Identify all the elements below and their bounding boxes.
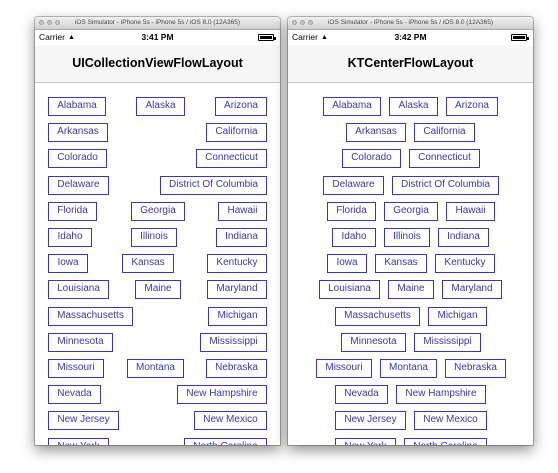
state-cell-kansas[interactable]: Kansas bbox=[122, 254, 174, 273]
state-cell-alabama[interactable]: Alabama bbox=[48, 97, 106, 116]
state-cell-arizona[interactable]: Arizona bbox=[446, 97, 498, 116]
state-cell-florida[interactable]: Florida bbox=[48, 202, 97, 221]
zoom-window-button[interactable] bbox=[55, 20, 60, 25]
carrier-label: Carrier bbox=[292, 32, 318, 42]
state-cell-colorado[interactable]: Colorado bbox=[48, 149, 107, 168]
state-cell-maryland[interactable]: Maryland bbox=[207, 280, 267, 299]
state-cell-iowa[interactable]: Iowa bbox=[48, 254, 88, 273]
state-cell-new-mexico[interactable]: New Mexico bbox=[194, 411, 267, 430]
state-cell-new-mexico[interactable]: New Mexico bbox=[414, 411, 487, 430]
state-cell-new-jersey[interactable]: New Jersey bbox=[48, 411, 119, 430]
state-cell-minnesota[interactable]: Minnesota bbox=[341, 333, 406, 352]
carrier-indicator: Carrier ▲ bbox=[292, 30, 328, 45]
status-bar: Carrier ▲ 3:41 PM bbox=[35, 30, 280, 45]
close-window-button[interactable] bbox=[39, 20, 44, 25]
state-cell-nevada[interactable]: Nevada bbox=[48, 385, 101, 404]
state-cell-new-hampshire[interactable]: New Hampshire bbox=[396, 385, 486, 404]
state-cell-nevada[interactable]: Nevada bbox=[335, 385, 388, 404]
status-time: 3:42 PM bbox=[394, 32, 427, 42]
window-controls[interactable] bbox=[292, 20, 313, 25]
state-cell-mississippi[interactable]: Mississippi bbox=[200, 333, 267, 352]
simulator-titlebar: iOS Simulator - iPhone 5s - iPhone 5s / … bbox=[35, 17, 280, 30]
state-cell-hawaii[interactable]: Hawaii bbox=[218, 202, 267, 221]
state-cell-kansas[interactable]: Kansas bbox=[375, 254, 427, 273]
state-cell-district-of-columbia[interactable]: District Of Columbia bbox=[160, 176, 267, 195]
state-cell-new-york[interactable]: New York bbox=[48, 438, 109, 445]
state-cell-north-carolina[interactable]: North Carolina bbox=[184, 438, 267, 445]
simulator-title: iOS Simulator - iPhone 5s - iPhone 5s / … bbox=[327, 19, 494, 26]
state-cell-kentucky[interactable]: Kentucky bbox=[435, 254, 495, 273]
state-cell-arkansas[interactable]: Arkansas bbox=[48, 123, 108, 142]
simulator-titlebar: iOS Simulator - iPhone 5s - iPhone 5s / … bbox=[288, 17, 533, 30]
state-cell-indiana[interactable]: Indiana bbox=[438, 228, 489, 247]
state-cell-missouri[interactable]: Missouri bbox=[316, 359, 372, 378]
state-cell-massachusetts[interactable]: Massachusetts bbox=[335, 307, 420, 326]
state-cell-alaska[interactable]: Alaska bbox=[136, 97, 185, 116]
state-cell-montana[interactable]: Montana bbox=[380, 359, 437, 378]
state-cell-minnesota[interactable]: Minnesota bbox=[48, 333, 113, 352]
navigation-bar-title: UICollectionViewFlowLayout bbox=[35, 45, 280, 83]
zoom-window-button[interactable] bbox=[308, 20, 313, 25]
state-cell-illinois[interactable]: Illinois bbox=[384, 228, 430, 247]
state-cell-arkansas[interactable]: Arkansas bbox=[346, 123, 406, 142]
wifi-icon: ▲ bbox=[67, 34, 75, 41]
state-cell-delaware[interactable]: Delaware bbox=[323, 176, 384, 195]
state-cell-california[interactable]: California bbox=[414, 123, 475, 142]
state-cell-indiana[interactable]: Indiana bbox=[216, 228, 267, 247]
state-cell-alaska[interactable]: Alaska bbox=[389, 97, 438, 116]
state-cell-kentucky[interactable]: Kentucky bbox=[207, 254, 267, 273]
navigation-bar-title: KTCenterFlowLayout bbox=[288, 45, 533, 83]
state-cell-alabama[interactable]: Alabama bbox=[323, 97, 381, 116]
state-cell-michigan[interactable]: Michigan bbox=[208, 307, 267, 326]
simulator-window-right: iOS Simulator - iPhone 5s - iPhone 5s / … bbox=[288, 17, 533, 445]
state-cell-idaho[interactable]: Idaho bbox=[332, 228, 376, 247]
state-cell-louisiana[interactable]: Louisiana bbox=[48, 280, 109, 299]
state-cell-maryland[interactable]: Maryland bbox=[442, 280, 502, 299]
minimize-window-button[interactable] bbox=[47, 20, 52, 25]
state-cell-maine[interactable]: Maine bbox=[388, 280, 434, 299]
state-cell-new-jersey[interactable]: New Jersey bbox=[335, 411, 406, 430]
state-cell-michigan[interactable]: Michigan bbox=[428, 307, 487, 326]
state-cell-missouri[interactable]: Missouri bbox=[48, 359, 104, 378]
minimize-window-button[interactable] bbox=[300, 20, 305, 25]
battery-icon bbox=[511, 34, 529, 41]
carrier-indicator: Carrier ▲ bbox=[39, 30, 75, 45]
state-cell-montana[interactable]: Montana bbox=[127, 359, 184, 378]
status-bar: Carrier ▲ 3:42 PM bbox=[288, 30, 533, 45]
state-cell-colorado[interactable]: Colorado bbox=[342, 149, 401, 168]
state-cell-new-hampshire[interactable]: New Hampshire bbox=[177, 385, 267, 404]
simulator-title: iOS Simulator - iPhone 5s - iPhone 5s / … bbox=[74, 19, 241, 26]
state-cell-california[interactable]: California bbox=[206, 123, 267, 142]
state-cell-connecticut[interactable]: Connecticut bbox=[196, 149, 267, 168]
window-controls[interactable] bbox=[39, 20, 60, 25]
state-cell-illinois[interactable]: Illinois bbox=[131, 228, 177, 247]
state-cell-georgia[interactable]: Georgia bbox=[384, 202, 438, 221]
state-cell-louisiana[interactable]: Louisiana bbox=[319, 280, 380, 299]
wifi-icon: ▲ bbox=[320, 34, 328, 41]
status-time: 3:41 PM bbox=[141, 32, 174, 42]
state-cell-iowa[interactable]: Iowa bbox=[327, 254, 367, 273]
simulator-window-left: iOS Simulator - iPhone 5s - iPhone 5s / … bbox=[35, 17, 280, 445]
state-cell-connecticut[interactable]: Connecticut bbox=[409, 149, 480, 168]
state-cell-hawaii[interactable]: Hawaii bbox=[446, 202, 495, 221]
state-cell-nebraska[interactable]: Nebraska bbox=[445, 359, 506, 378]
state-cell-new-york[interactable]: New York bbox=[335, 438, 396, 445]
state-cell-nebraska[interactable]: Nebraska bbox=[206, 359, 267, 378]
state-cell-district-of-columbia[interactable]: District Of Columbia bbox=[392, 176, 499, 195]
state-cell-florida[interactable]: Florida bbox=[327, 202, 376, 221]
state-cell-mississippi[interactable]: Mississippi bbox=[414, 333, 481, 352]
state-cell-idaho[interactable]: Idaho bbox=[48, 228, 92, 247]
state-cell-north-carolina[interactable]: North Carolina bbox=[404, 438, 487, 445]
battery-icon bbox=[258, 34, 276, 41]
state-cell-georgia[interactable]: Georgia bbox=[131, 202, 185, 221]
state-cell-maine[interactable]: Maine bbox=[135, 280, 181, 299]
close-window-button[interactable] bbox=[292, 20, 297, 25]
carrier-label: Carrier bbox=[39, 32, 65, 42]
state-cell-arizona[interactable]: Arizona bbox=[215, 97, 267, 116]
state-cell-massachusetts[interactable]: Massachusetts bbox=[48, 307, 133, 326]
state-cell-delaware[interactable]: Delaware bbox=[48, 176, 109, 195]
